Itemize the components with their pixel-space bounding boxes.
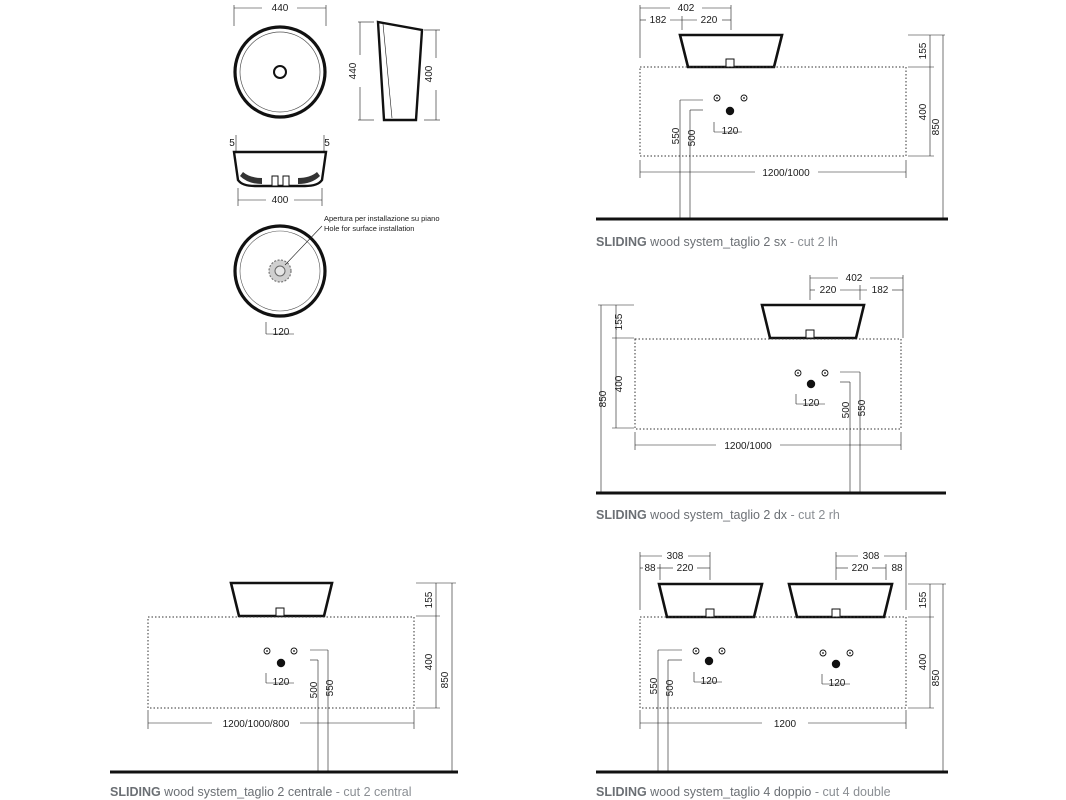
dim-label: 550 [325, 679, 336, 696]
dim-label: 220 [852, 563, 869, 574]
dim-label: 120 [803, 398, 820, 409]
dim-label: 400 [424, 65, 435, 82]
caption-cut-4-double: SLIDING wood system_taglio 4 doppio - cu… [596, 785, 891, 799]
dim-label: 850 [931, 118, 942, 135]
dim-label: 155 [918, 591, 929, 608]
dim-label: 155 [424, 591, 435, 608]
dim-label: 120 [829, 678, 846, 689]
caption-cut-2-lh: SLIDING wood system_taglio 2 sx - cut 2 … [596, 235, 838, 249]
hole-note-en: Hole for surface installation [324, 224, 414, 233]
dim-label: 1200/1000 [762, 168, 810, 179]
basin-section-view: 5 5 400 [229, 135, 330, 206]
dim-label: 120 [273, 327, 290, 338]
dim-top-width: 440 [233, 3, 327, 26]
dim-label: 500 [309, 681, 320, 698]
dim-label: 550 [671, 127, 682, 144]
dim-label: 400 [918, 653, 929, 670]
dim-label: 1200/1000 [724, 441, 772, 452]
dim-label: 308 [667, 551, 684, 562]
dim-label: 220 [701, 15, 718, 26]
dim-label: 440 [348, 62, 359, 79]
dim-label: 850 [931, 669, 942, 686]
basin-bottom-view: Apertura per installazione su piano Hole… [233, 214, 440, 338]
dim-label: 850 [440, 671, 451, 688]
dim-label: 402 [846, 273, 863, 284]
dim-label: 550 [857, 399, 868, 416]
dim-label: 308 [863, 551, 880, 562]
dim-label: 182 [650, 15, 667, 26]
dim-label: 1200 [774, 719, 797, 730]
dim-label: 182 [872, 285, 889, 296]
dim-label: 220 [820, 285, 837, 296]
dim-label: 400 [424, 653, 435, 670]
caption-cut-2-central: SLIDING wood system_taglio 2 centrale - … [110, 785, 412, 799]
cut-2-lh-drawing: 402 182 220 120 550 500 1200/1000 [596, 3, 948, 249]
dim-label: 440 [272, 3, 289, 14]
dim-label: 5 [229, 138, 235, 149]
dim-label: 5 [324, 138, 330, 149]
dim-label: 500 [841, 401, 852, 418]
dim-label: 1200/1000/800 [223, 719, 290, 730]
dim-label: 500 [687, 129, 698, 146]
dim-label: 155 [918, 42, 929, 59]
basin-detail: 440 440 400 5 5 [229, 3, 440, 338]
dim-label: 400 [614, 375, 625, 392]
dim-label: 400 [918, 103, 929, 120]
dim-label: 155 [614, 313, 625, 330]
hole-note-it: Apertura per installazione su piano [324, 214, 440, 223]
cut-2-rh-drawing: 402 220 182 120 500 550 1200/1000 155 40… [596, 273, 946, 522]
dim-label: 500 [665, 679, 676, 696]
cut-2-central-drawing: 120 500 550 1200/1000/800 155 400 850 SL… [110, 581, 458, 799]
dim-label: 402 [678, 3, 695, 14]
cut-4-double-drawing: 308 88 220 308 220 88 120 1 [596, 551, 948, 799]
dim-label: 550 [649, 677, 660, 694]
dim-label: 88 [644, 563, 656, 574]
dim-label: 88 [891, 563, 903, 574]
basin-top-view [233, 25, 327, 119]
caption-cut-2-rh: SLIDING wood system_taglio 2 dx - cut 2 … [596, 508, 840, 522]
dim-label: 850 [598, 390, 609, 407]
dim-label: 400 [272, 195, 289, 206]
dim-label: 120 [273, 677, 290, 688]
basin-side-view: 440 400 [348, 20, 440, 122]
dim-label: 220 [677, 563, 694, 574]
dim-label: 120 [722, 126, 739, 137]
dim-label: 120 [701, 676, 718, 687]
